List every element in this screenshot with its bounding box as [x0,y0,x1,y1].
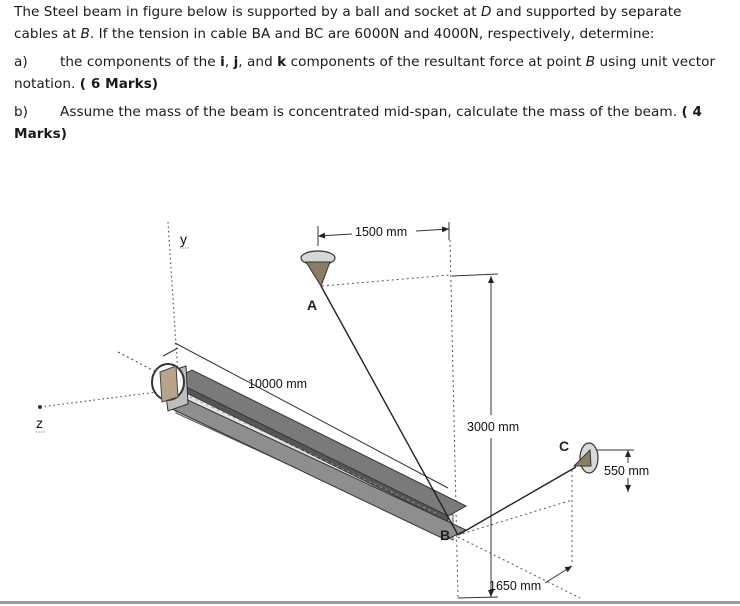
dim-3000-ext-top [451,273,499,277]
dim-3000-label: 3000 mm [467,420,519,434]
problem-intro: The Steel beam in figure below is suppor… [14,2,726,45]
unit-i: i [220,54,225,70]
cable-bc [457,466,577,536]
beam-top-flange [170,369,468,517]
point-a-label: A [307,297,317,313]
axis-z-label: z [36,415,43,431]
intro-text-1: The Steel beam in figure below is suppor… [14,4,482,20]
part-b-marks: ( 4 Marks) [14,104,703,142]
axis-y-label: y [180,231,187,247]
point-d-ref: D [481,4,492,20]
beam-centerline [189,396,441,516]
part-a-text-2: components of the resultant force at poi… [286,54,586,70]
ball-socket-inner [159,365,179,403]
z-axis-line [39,390,166,408]
intro-text-2: and supported by separate cables at [14,4,682,42]
part-b-text: Assume the mass of the beam is concentra… [60,104,682,120]
dim-10000-line [174,342,449,489]
part-a-sep-2: , and [238,54,278,70]
ref-b-c-floor [457,499,573,536]
unit-k: k [277,54,287,70]
part-a-text-1: the components of the [60,54,221,70]
ref-a-corner [321,274,451,287]
dim-550-label: 550 mm [604,464,649,478]
part-a-label: a) [14,54,28,70]
dim-1650-line [544,565,573,584]
intro-text-3: . If the tension in cable BA and BC are … [89,25,655,42]
dim-1500-label: 1500 mm [355,225,407,239]
unit-j: j [233,54,239,70]
dim-1500-line-right [415,226,450,233]
part-a-point: B [585,54,596,70]
page-bottom-rule [0,601,740,604]
part-b: b) Assume the mass of the beam is concent… [14,102,726,145]
dim-1500-line-left [317,232,353,239]
part-b-label: b) [14,104,29,120]
cable-ba [320,285,459,536]
dim-10000-ext-d [162,347,179,357]
point-b-ref: B [80,25,90,42]
dim-3000-ext-bottom [457,596,499,599]
problem-statement: The Steel beam in figure below is suppor… [14,2,726,145]
y-axis-line [167,221,179,376]
x-axis-line [117,351,161,375]
anchor-a-cone [305,261,331,288]
part-a-marks: ( 6 Marks) [79,75,159,92]
dim-10000-label: 10000 mm [248,377,307,391]
beam-top-flange-edge [171,379,449,523]
anchor-c-cone [572,448,592,467]
part-a-sep-1: , [224,54,234,70]
part-a-text-3: using unit vector notation. [14,54,716,92]
dim-1650-label: 1650 mm [489,579,541,593]
z-axis-dot [38,405,42,409]
ref-corner-vertical [449,239,459,599]
part-a: a) the components of the i, j, and k comp… [14,52,726,95]
point-c-label: C [559,438,569,454]
point-b-label: B [440,527,450,543]
